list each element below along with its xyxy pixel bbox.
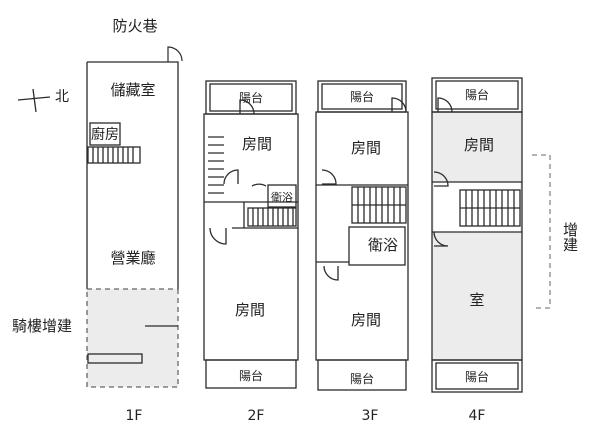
3f-top-door: [391, 97, 407, 113]
4f-room-bottom-label: 室: [469, 291, 484, 309]
floor-2f: [203, 80, 299, 389]
4f-stairs: [459, 189, 521, 227]
4f-addition-fill: [432, 112, 522, 360]
floor-4f: [431, 77, 551, 393]
3f-bath-box: [348, 226, 406, 266]
4f-top-balcony-label: 陽台: [465, 87, 489, 102]
1f-walls: [86, 61, 179, 289]
2f-stairs-horizontal: [247, 207, 297, 227]
north-arrow-icon: [17, 88, 51, 113]
2f-bath-label: 衛浴: [271, 191, 293, 204]
4f-door-a: [433, 171, 449, 187]
1f-fire-lane-door: [167, 46, 183, 62]
floor-3f: [315, 80, 409, 391]
arcade-addition-area: [87, 289, 178, 387]
4f-door-b: [433, 231, 449, 247]
2f-door-b: [251, 183, 267, 187]
floor-1f: [86, 46, 183, 388]
2f-room-bottom-label: 房間: [235, 301, 265, 319]
2f-door-a: [223, 169, 239, 185]
4f-room-top-label: 房間: [464, 136, 494, 154]
4f-top-door: [437, 97, 453, 113]
floor-label-3f: 3F: [362, 408, 379, 424]
2f-bottom-balcony: [205, 359, 297, 389]
1f-stairs: [87, 146, 141, 164]
kitchen-counter: [89, 122, 121, 146]
2f-top-balcony-label: 陽台: [239, 90, 263, 105]
2f-bath-box: [267, 184, 297, 208]
3f-door-a: [321, 169, 337, 185]
fire-lane-label: 防火巷: [112, 17, 157, 35]
2f-partition: [204, 201, 298, 228]
storage-label: 儲藏室: [110, 81, 155, 99]
business-hall-label: 營業廳: [110, 249, 155, 267]
floor-label-2f: 2F: [248, 408, 265, 424]
2f-top-door: [239, 99, 255, 115]
2f-door-c: [209, 227, 227, 245]
2f-room-top-label: 房間: [242, 135, 272, 153]
kitchen-label: 廚房: [91, 126, 119, 143]
4f-addition-label: 增建: [561, 222, 579, 252]
3f-bottom-balcony: [317, 359, 407, 391]
3f-door-b: [323, 265, 339, 281]
1f-bench: [87, 353, 143, 364]
4f-bottom-balcony-label: 陽台: [465, 369, 489, 384]
floor-label-4f: 4F: [469, 408, 486, 424]
2f-stairs-vertical: [208, 136, 224, 194]
3f-stairs: [351, 186, 407, 224]
3f-room-top-label: 房間: [351, 139, 381, 157]
north-label: 北: [55, 89, 69, 105]
3f-bath-label: 衛浴: [368, 236, 398, 254]
4f-addition-bracket: [532, 154, 551, 309]
floor-label-1f: 1F: [126, 408, 143, 424]
2f-bottom-balcony-label: 陽台: [239, 368, 263, 383]
arcade-addition-label: 騎樓增建: [12, 317, 72, 335]
4f-bottom-balcony: [431, 359, 523, 393]
3f-room-bottom-label: 房間: [351, 311, 381, 329]
arcade-addition-outline: [86, 288, 179, 388]
3f-bottom-balcony-label: 陽台: [350, 371, 374, 386]
3f-top-balcony-label: 陽台: [350, 89, 374, 104]
